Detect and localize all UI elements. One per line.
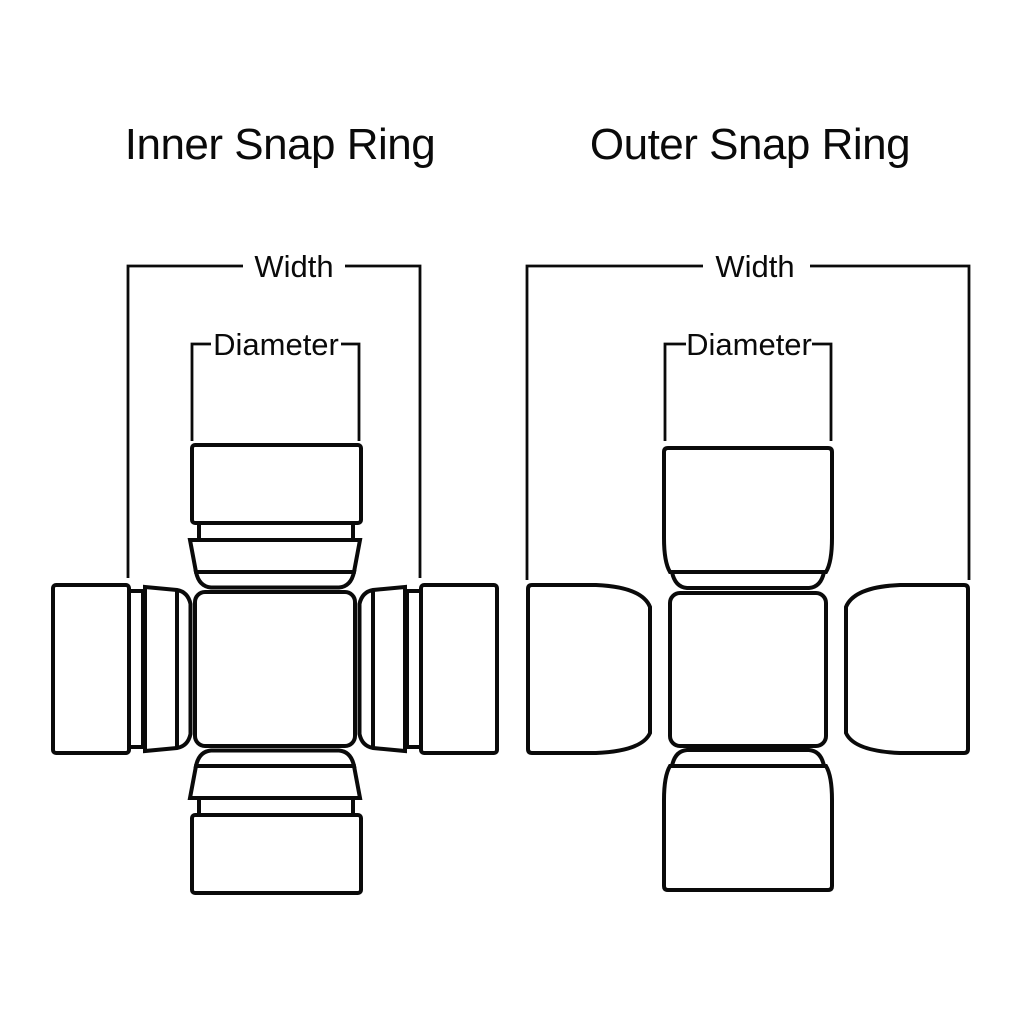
- inner-top-bearing-cap: [187, 443, 363, 590]
- inner-top-cap-snap-ring-groove: [197, 521, 355, 542]
- inner-right-cap-snap-ring-groove: [405, 589, 423, 749]
- outer-bottom-cap-body: [662, 764, 834, 892]
- inner-top-cap-body: [190, 443, 363, 525]
- inner-bottom-cap-snap-ring-groove: [197, 796, 355, 817]
- outer-snap-ring-diagram: Outer Snap Ring Width: [525, 120, 971, 892]
- outer-top-cap-nose: [669, 570, 827, 590]
- outer-top-bearing-cap: [662, 446, 834, 590]
- inner-diameter-dimension-line: [190, 342, 361, 441]
- inner-diameter-dimension: Diameter: [190, 327, 361, 441]
- outer-width-label: Width: [715, 249, 794, 284]
- outer-left-bearing-cap: [526, 583, 652, 755]
- inner-bottom-cap-nose: [193, 748, 357, 768]
- inner-bottom-bearing-cap: [187, 748, 363, 895]
- outer-diagram-title: Outer Snap Ring: [590, 120, 910, 169]
- outer-top-cap-body: [662, 446, 834, 574]
- inner-diameter-label: Diameter: [213, 327, 339, 362]
- inner-snap-ring-diagram: Inner Snap Ring: [51, 120, 499, 895]
- inner-width-dimension-line: [126, 264, 422, 578]
- outer-bottom-bearing-cap: [662, 748, 834, 892]
- inner-left-cap-body: [51, 583, 131, 755]
- inner-bottom-cap-flange: [187, 764, 363, 800]
- inner-left-bearing-cap: [51, 583, 193, 755]
- inner-bottom-cap-body: [190, 813, 363, 895]
- outer-width-dimension: Width: [525, 249, 971, 580]
- inner-diagram-title: Inner Snap Ring: [125, 120, 436, 169]
- inner-left-cap-snap-ring-groove: [127, 589, 145, 749]
- inner-right-bearing-cap: [357, 583, 499, 755]
- outer-right-bearing-cap: [844, 583, 970, 755]
- inner-top-cap-flange: [187, 538, 363, 574]
- outer-diameter-dimension: Diameter: [663, 327, 833, 441]
- outer-diameter-label: Diameter: [686, 327, 812, 362]
- inner-left-cap-flange: [143, 584, 193, 754]
- outer-width-dimension-line: [525, 264, 971, 580]
- inner-width-label: Width: [254, 249, 333, 284]
- inner-cross-body: [193, 590, 357, 748]
- outer-cross-body: [668, 591, 828, 748]
- inner-top-cap-nose: [193, 570, 357, 590]
- inner-right-cap-flange: [357, 584, 407, 754]
- inner-width-dimension: Width: [126, 249, 422, 578]
- outer-bottom-cap-nose: [669, 748, 827, 768]
- inner-right-cap-body: [419, 583, 499, 755]
- outer-diameter-dimension-line: [663, 342, 833, 441]
